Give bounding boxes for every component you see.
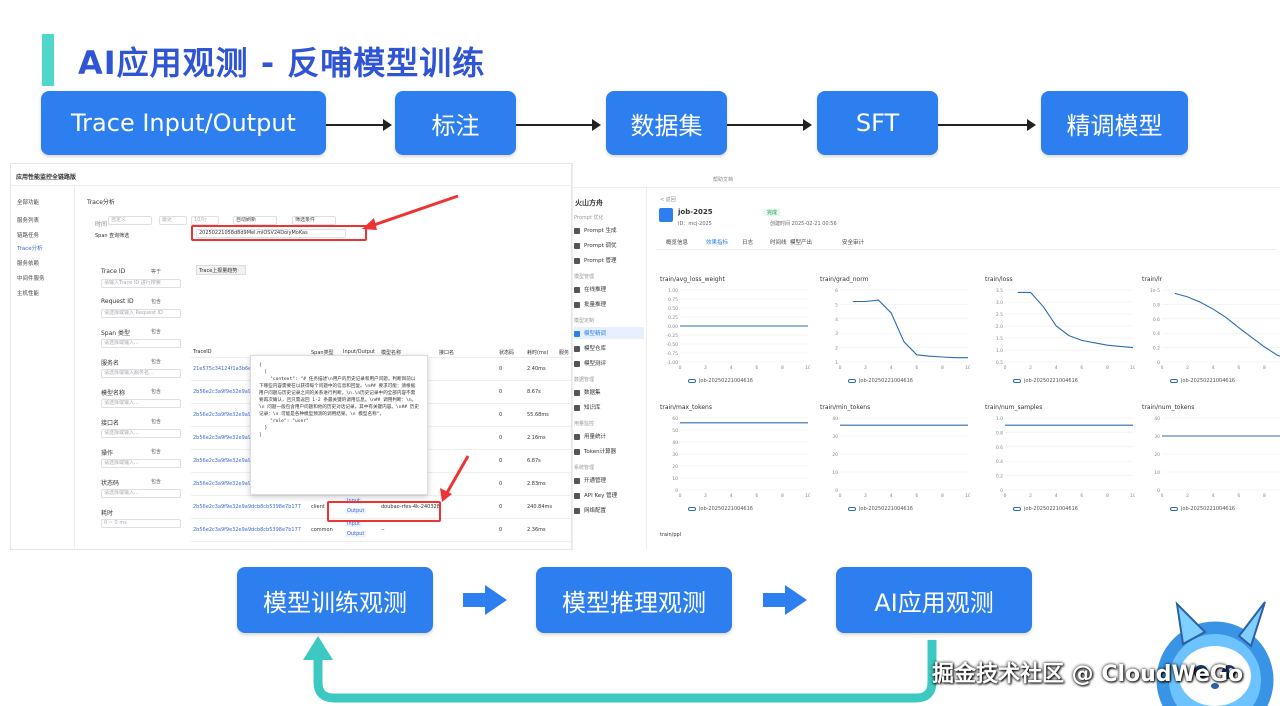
cloudwego-mascot-logo [1135, 600, 1280, 706]
footer-watermark: 掘金技术社区 @ CloudWeGo [932, 656, 1243, 688]
